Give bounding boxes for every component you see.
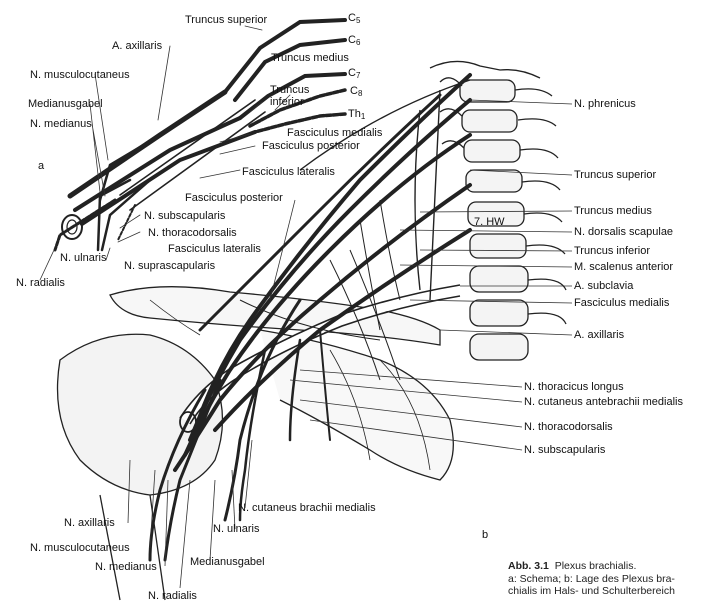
label-hw7: 7. HW <box>474 216 505 228</box>
label-n-dorsalis-scapulae: N. dorsalis scapulae <box>574 226 673 238</box>
label-n-thoracodorsalis-a: N. thoracodorsalis <box>148 227 237 239</box>
label-fasciculus-posterior-b: Fasciculus posterior <box>185 192 283 204</box>
n-subscapularis-a-line <box>118 205 135 240</box>
label-truncus-medius-b: Truncus medius <box>574 205 652 217</box>
label-c7: C7 <box>348 67 360 82</box>
label-truncus-inferior-b: Truncus inferior <box>574 245 650 257</box>
label-n-subscapularis-a: N. subscapularis <box>144 210 225 222</box>
label-fasciculus-medialis-a: Fasciculus medialis <box>287 127 382 139</box>
label-fasciculus-posterior-a: Fasciculus posterior <box>262 140 360 152</box>
label-n-medianus-a: N. medianus <box>30 118 92 130</box>
label-c5: C5 <box>348 12 360 27</box>
label-fasciculus-lateralis-a: Fasciculus lateralis <box>242 166 335 178</box>
label-th1: Th1 <box>348 108 365 123</box>
label-n-phrenicus: N. phrenicus <box>574 98 636 110</box>
label-n-suprascapularis: N. suprascapularis <box>124 260 215 272</box>
label-a-axillaris-a: A. axillaris <box>112 40 162 52</box>
label-n-ulnaris-b: N. ulnaris <box>213 523 259 535</box>
cervical-spine <box>430 61 566 360</box>
label-a-axillaris-b: A. axillaris <box>574 329 624 341</box>
label-m-scalenus-anterior: M. scalenus anterior <box>574 261 673 273</box>
label-n-subscapularis-b: N. subscapularis <box>524 444 605 456</box>
label-truncus-superior-b: Truncus superior <box>574 169 656 181</box>
caption-title: Abb. 3.1 <box>508 560 549 572</box>
label-a-subclavia: A. subclavia <box>574 280 633 292</box>
label-n-thoracodorsalis-b: N. thoracodorsalis <box>524 421 613 433</box>
label-n-radialis-b: N. radialis <box>148 590 197 602</box>
label-n-axillaris: N. axillaris <box>64 517 115 529</box>
label-n-medianus-b: N. medianus <box>95 561 157 573</box>
label-n-ulnaris-a: N. ulnaris <box>60 252 106 264</box>
label-truncus-inferior-a-2: inferior <box>270 96 304 108</box>
label-medianusgabel-a: Medianusgabel <box>28 98 103 110</box>
label-truncus-superior-a: Truncus superior <box>185 14 267 26</box>
label-c8: C8 <box>350 85 362 100</box>
label-truncus-inferior-a-1: Truncus <box>270 84 309 96</box>
label-n-radialis-a: N. radialis <box>16 277 65 289</box>
figure-caption: Abb. 3.1 Plexus brachialis. a: Schema; b… <box>508 560 723 598</box>
panel-label-a: a <box>38 160 44 172</box>
panel-label-b: b <box>482 529 488 541</box>
caption-title-line: Abb. 3.1 Plexus brachialis. <box>508 560 723 573</box>
label-n-cutaneus-brachii-medialis: N. cutaneus brachii medialis <box>238 502 376 514</box>
label-truncus-medius-a: Truncus medius <box>271 52 349 64</box>
caption-line-2: a: Schema; b: Lage des Plexus bra- <box>508 573 723 586</box>
label-medianusgabel-b: Medianusgabel <box>190 556 265 568</box>
label-n-musculocutaneus-b: N. musculocutaneus <box>30 542 130 554</box>
label-fasciculus-lateralis-b: Fasciculus lateralis <box>168 243 261 255</box>
caption-line-3: chialis im Hals- und Schulterbereich <box>508 585 723 598</box>
label-c6: C6 <box>348 34 360 49</box>
label-n-musculocutaneus-a: N. musculocutaneus <box>30 69 130 81</box>
label-fasciculus-medialis-b: Fasciculus medialis <box>574 297 669 309</box>
caption-title-text: Plexus brachialis. <box>555 560 637 572</box>
label-n-cutaneus-antebrachii-medialis: N. cutaneus antebrachii medialis <box>524 396 683 408</box>
label-n-thoracicus-longus: N. thoracicus longus <box>524 381 624 393</box>
